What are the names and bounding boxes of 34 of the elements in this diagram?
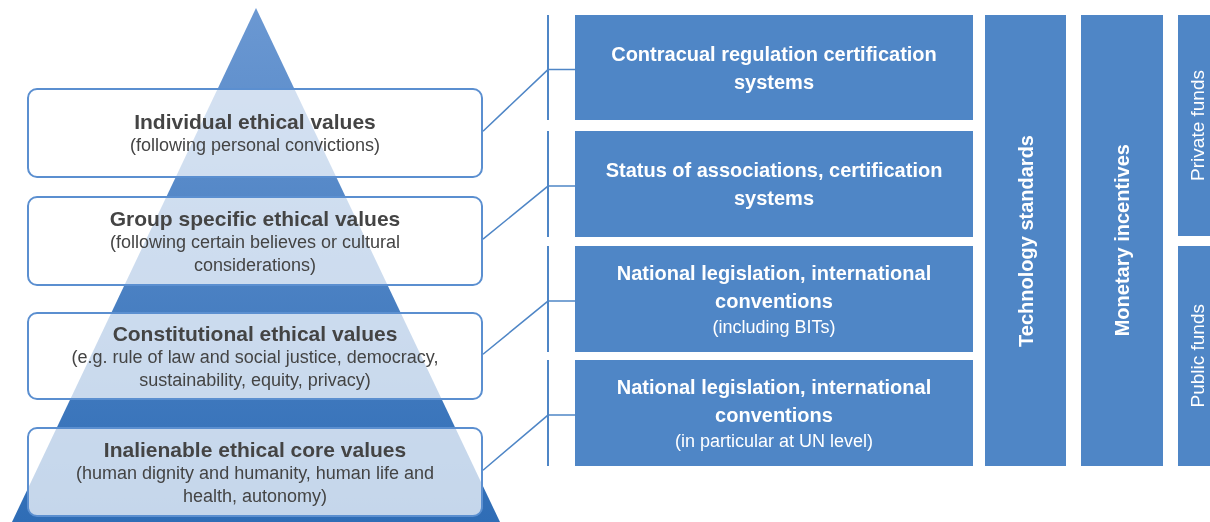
connector-line [482, 68, 576, 132]
regulation-box [575, 131, 973, 237]
ethics-box [27, 312, 483, 400]
heading-text: Status of associations, certification systems [604, 158, 944, 211]
heading-text: Public funds [1186, 304, 1209, 408]
column-box [1081, 15, 1163, 466]
regulation-box [575, 360, 973, 466]
description-text: (e.g. rule of law and social justice, democracy, sustainability, equity, privacy) [70, 345, 440, 392]
heading-text: Technology standards [1013, 134, 1038, 347]
heading-text: Inalienable ethical core values [103, 436, 407, 462]
connector-line [482, 414, 576, 471]
column-box [985, 15, 1066, 466]
ethics-box [27, 88, 483, 178]
heading-text: Constitutional ethical values [112, 320, 398, 346]
description-text: (in particular at UN level) [674, 429, 874, 453]
description-text: (including BITs) [712, 315, 836, 339]
fund-box [1178, 246, 1210, 466]
heading-text: Individual ethical values [134, 109, 376, 134]
connector-line [482, 300, 576, 355]
regulation-box [575, 246, 973, 352]
ethics-box [27, 427, 483, 517]
heading-text: Contracual regulation certification systems [610, 41, 938, 95]
regulation-box [575, 15, 973, 120]
fund-box [1178, 15, 1210, 236]
connector-line [482, 185, 576, 240]
heading-text: Private funds [1186, 70, 1209, 181]
heading-text: National legislation, international conventions [615, 374, 933, 428]
heading-text: Monetary incentives [1110, 144, 1134, 337]
description-text: (following certain believes or cultural considerations) [108, 230, 402, 277]
description-text: (human dignity and humanity, human life and health, autonomy) [75, 461, 435, 508]
heading-text: Group specific ethical values [109, 205, 401, 231]
ethics-box [27, 196, 483, 286]
heading-text: National legislation, international conventions [615, 260, 933, 314]
description-text: (following personal convictions) [128, 134, 382, 157]
